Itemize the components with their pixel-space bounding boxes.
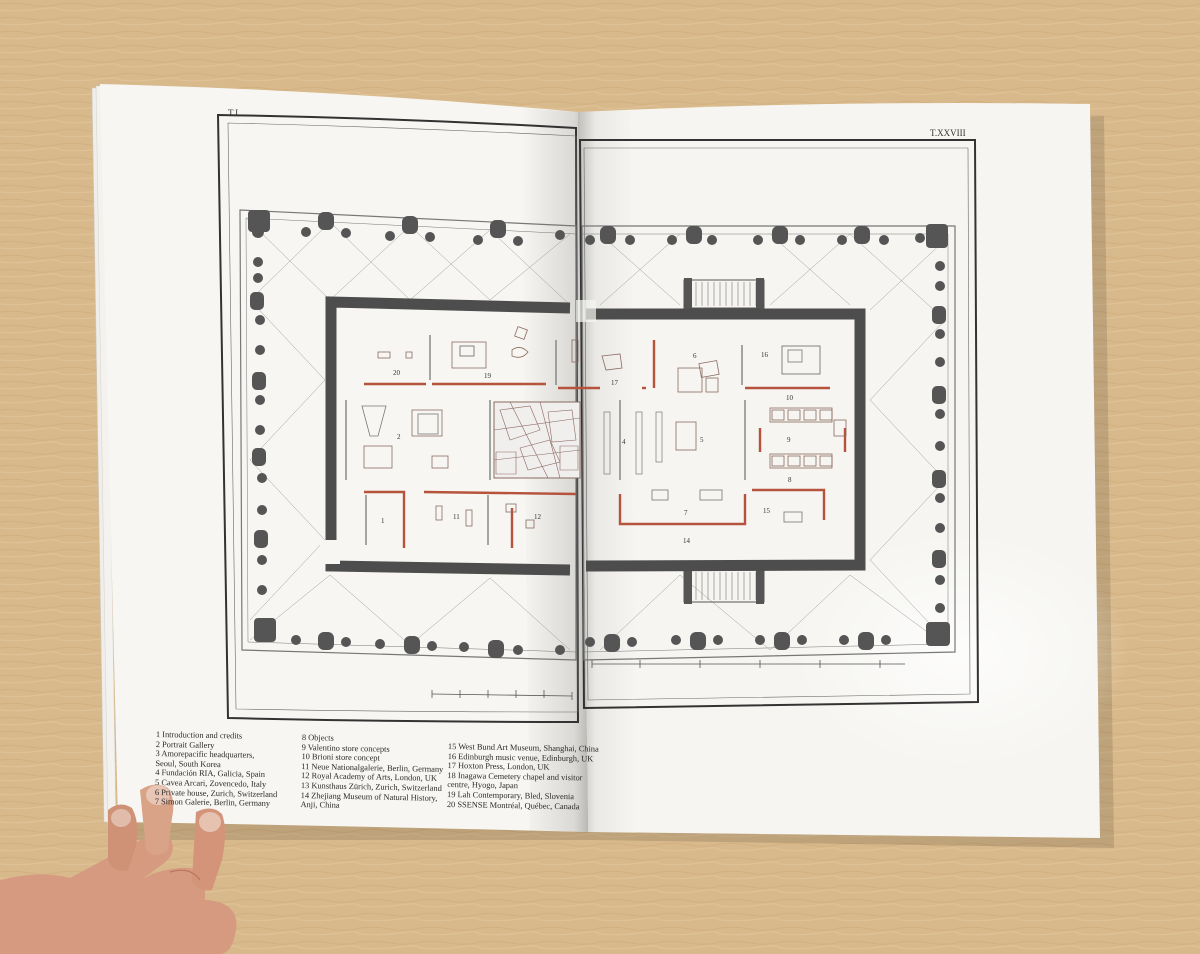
room-number: 16 bbox=[761, 351, 768, 359]
room-number: 9 bbox=[787, 436, 791, 444]
plate-frame-left bbox=[216, 113, 580, 724]
stairs-top bbox=[683, 278, 765, 309]
room-number: 6 bbox=[693, 352, 697, 360]
room-number: 15 bbox=[763, 507, 770, 515]
page-label-right: T.XXVIII bbox=[930, 128, 966, 138]
page-label-left: T.I bbox=[228, 108, 239, 118]
room-number: 10 bbox=[786, 394, 793, 402]
room-number: 4 bbox=[622, 438, 626, 446]
exhibition-walls bbox=[364, 340, 847, 548]
exhibit-objects bbox=[361, 326, 847, 529]
room-number: 2 bbox=[397, 433, 401, 441]
legend-column-1: 1 Introduction and credits 2 Portrait Ga… bbox=[155, 730, 279, 809]
room-number: 5 bbox=[700, 436, 704, 444]
room-number: 14 bbox=[683, 537, 690, 545]
legend-column-2: 8 Objects 9 Valentino store concepts 10 … bbox=[300, 733, 444, 813]
room-number: 17 bbox=[611, 379, 618, 387]
legend-column-3: 15 West Bund Art Museum, Shanghai, China… bbox=[447, 742, 599, 812]
colonnade-bottom bbox=[291, 632, 891, 658]
room-number: 11 bbox=[453, 513, 460, 521]
room-number: 1 bbox=[381, 517, 385, 525]
diagonal-grid bbox=[245, 217, 946, 651]
hand bbox=[0, 784, 237, 954]
central-site-plan bbox=[493, 401, 581, 479]
room-number: 12 bbox=[534, 513, 541, 521]
room-number: 19 bbox=[484, 372, 491, 380]
scale-bar bbox=[431, 660, 905, 700]
plate-frame-right bbox=[578, 139, 980, 710]
room-number: 20 bbox=[393, 369, 400, 377]
colonnade-top bbox=[248, 210, 948, 248]
colonnade-sides bbox=[250, 257, 950, 646]
interior-partitions bbox=[345, 335, 746, 545]
room-number: 7 bbox=[684, 509, 688, 517]
room-number: 8 bbox=[788, 476, 792, 484]
